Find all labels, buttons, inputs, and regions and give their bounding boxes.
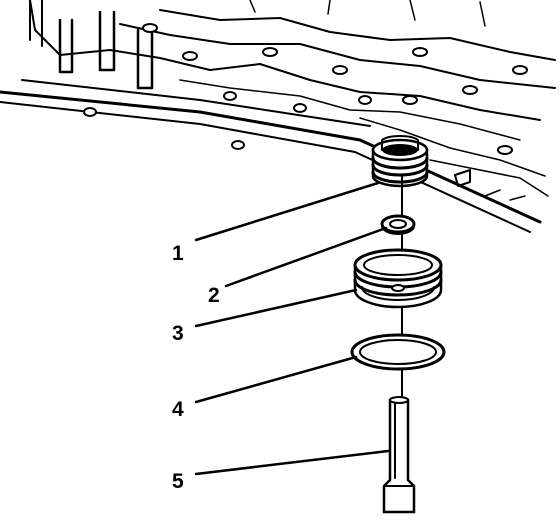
- callout-3: 3: [172, 322, 184, 345]
- lower-servo-piston: [353, 248, 443, 309]
- seal-ring: [350, 333, 446, 371]
- leader-line-3: [194, 288, 358, 328]
- callout-2: 2: [208, 284, 220, 307]
- leader-line-2: [224, 226, 388, 288]
- retaining-ring: [380, 214, 416, 235]
- callout-5: 5: [172, 470, 184, 493]
- servo-pin: [382, 396, 416, 514]
- leader-lines: [194, 181, 390, 476]
- callout-1: 1: [172, 242, 184, 265]
- leader-line-5: [194, 449, 390, 476]
- leader-line-4: [194, 355, 358, 404]
- callout-4: 4: [172, 398, 184, 421]
- upper-servo-piston: [371, 135, 429, 188]
- leader-line-1: [194, 181, 380, 242]
- transmission-case: [0, 0, 556, 233]
